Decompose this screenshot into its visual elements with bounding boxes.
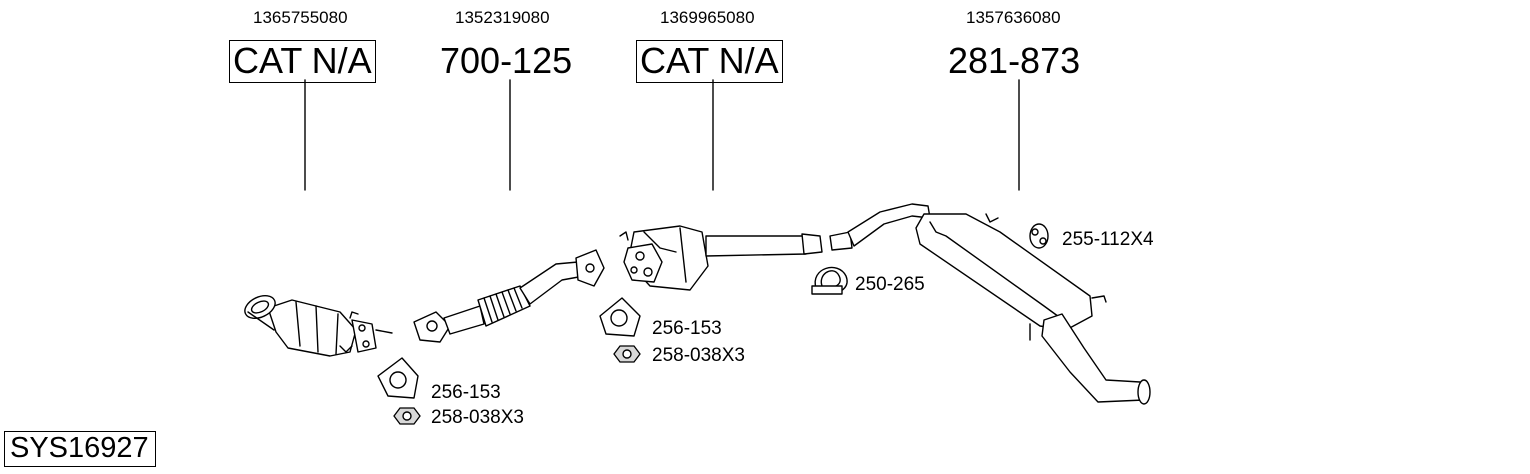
part-code-4: 281-873 <box>948 40 1081 81</box>
part-code-3: CAT N/A <box>636 40 783 83</box>
gasket-label-1: 256-153 <box>431 382 501 403</box>
nut-icon <box>613 345 641 363</box>
nut-label-2: 258-038X3 <box>652 345 745 366</box>
oem-number-2: 1352319080 <box>455 8 550 27</box>
nut-label-1: 258-038X3 <box>431 407 524 428</box>
oem-number-1: 1365755080 <box>253 8 348 27</box>
clamp-label: 250-265 <box>855 274 925 295</box>
part-code-2: 700-125 <box>440 40 573 81</box>
nut-icon <box>393 407 421 425</box>
catalytic-converter-icon <box>244 294 393 357</box>
oem-number-3: 1369965080 <box>660 8 755 27</box>
rear-silencer-icon <box>829 203 1151 405</box>
clamp-icon <box>811 266 848 295</box>
front-pipe-icon <box>413 249 605 343</box>
system-id: SYS16927 <box>4 431 156 467</box>
gasket-icon <box>377 357 419 399</box>
gasket-label-2: 256-153 <box>652 318 722 339</box>
rubber-hanger-icon <box>1029 223 1049 249</box>
hanger-label: 255-112X4 <box>1062 229 1154 250</box>
catalyst-icon <box>619 225 823 291</box>
gasket-icon <box>599 297 641 337</box>
part-code-1: CAT N/A <box>229 40 376 83</box>
oem-number-4: 1357636080 <box>966 8 1061 27</box>
